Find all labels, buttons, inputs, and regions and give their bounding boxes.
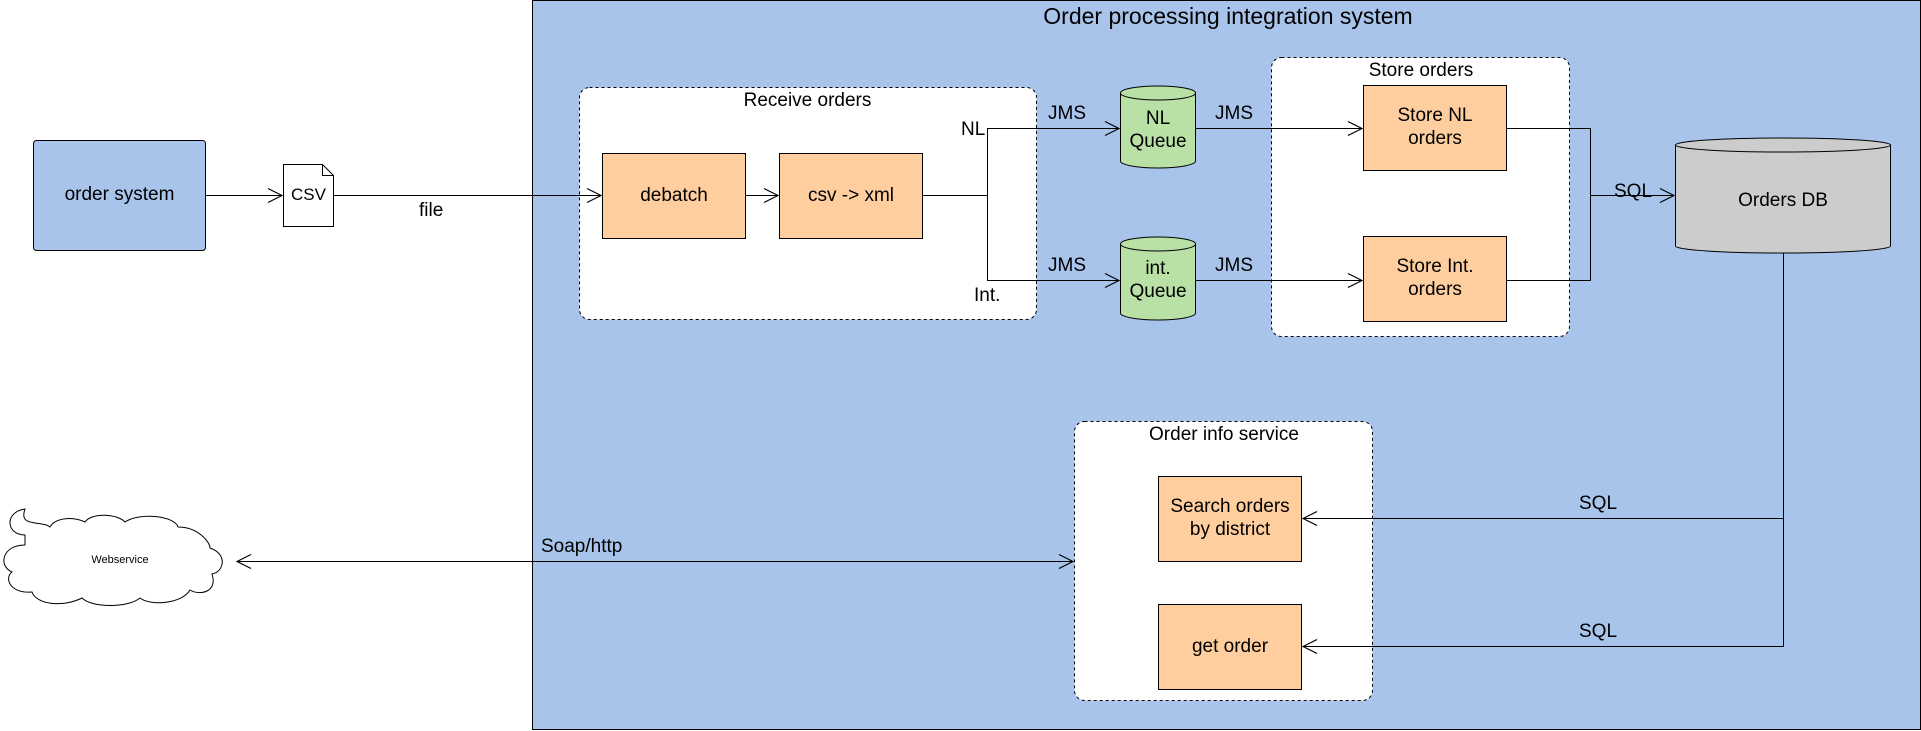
edge-label-jms-nl-out: JMS	[1215, 103, 1253, 124]
csv-file-label: CSV	[291, 184, 326, 204]
edge-label-soap-http: Soap/http	[541, 536, 623, 557]
edge-store-int-to-db	[1506, 195, 1591, 281]
edge-label-jms-int-out: JMS	[1215, 255, 1253, 276]
edge-store-nl-to-db	[1506, 128, 1675, 196]
edge-db-to-get-order	[1303, 518, 1784, 647]
debatch-label: debatch	[640, 184, 708, 206]
get-order-box	[1158, 604, 1302, 690]
diagram-title: Order processing integration system	[1043, 3, 1413, 30]
edge-xml-to-nl-queue	[922, 129, 1120, 196]
order-system-label: order system	[64, 184, 175, 206]
orders-db-label: Orders DB	[1738, 189, 1828, 211]
int-queue-cylinder	[1120, 236, 1196, 321]
edge-label-jms-nl-in: JMS	[1048, 103, 1086, 124]
edge-label-jms-int-in: JMS	[1048, 255, 1086, 276]
store-orders-label: Store orders	[1368, 59, 1474, 81]
webservice-cloud-icon	[3, 508, 223, 606]
webservice-label: Webservice	[91, 554, 149, 567]
get-order-label: get order	[1191, 635, 1269, 657]
nl-queue-cylinder	[1120, 85, 1196, 169]
csv-file-fold	[322, 164, 334, 176]
receive-orders-label: Receive orders	[743, 89, 872, 111]
nl-queue-label: NL Queue	[1129, 108, 1187, 152]
store-nl-orders-label: Store NL orders	[1397, 105, 1473, 149]
csv-file-icon	[283, 164, 334, 227]
edge-label-sql-search: SQL	[1579, 493, 1618, 514]
search-orders-label: Search orders by district	[1170, 496, 1290, 540]
edge-label-nl: NL	[961, 119, 986, 140]
edge-label-sql-get: SQL	[1579, 621, 1618, 642]
orders-db-cylinder	[1675, 137, 1891, 254]
int-queue-label: int. Queue	[1129, 258, 1187, 302]
store-int-orders-label: Store Int. orders	[1396, 256, 1474, 300]
edge-xml-to-int-queue	[987, 195, 1120, 281]
csv-to-xml-label: csv -> xml	[807, 184, 895, 206]
order-info-service-label: Order info service	[1149, 423, 1299, 445]
store-int-orders-box	[1363, 236, 1507, 322]
csv-to-xml-box	[779, 153, 923, 239]
search-orders-box	[1158, 476, 1302, 562]
edge-label-int: Int.	[974, 285, 1001, 306]
edge-label-sql-store: SQL	[1614, 181, 1653, 202]
edge-label-file: file	[419, 200, 444, 221]
